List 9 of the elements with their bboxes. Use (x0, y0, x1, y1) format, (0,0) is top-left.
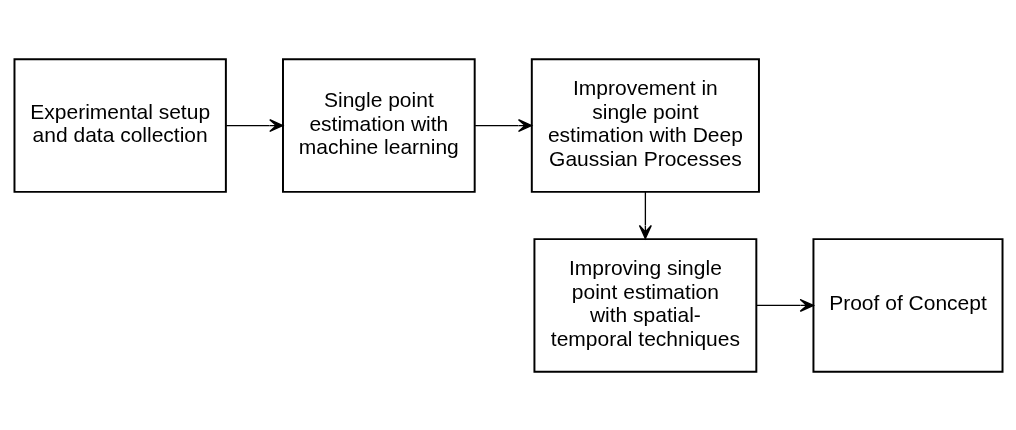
arrow (638, 190, 652, 239)
node-box: Single point estimation with machine learning (281, 57, 476, 193)
node-box: Experimental setup and data collection (13, 57, 227, 193)
node-box: Proof of Concept (811, 237, 1003, 373)
arrow (225, 118, 284, 132)
node-box: Improvement in single point estimation with Deep Gaussian Processes (530, 57, 760, 193)
node-box: Improving single point estimation with spatial-temporal techniques (532, 237, 757, 373)
arrow (474, 118, 532, 132)
arrow (755, 298, 814, 312)
